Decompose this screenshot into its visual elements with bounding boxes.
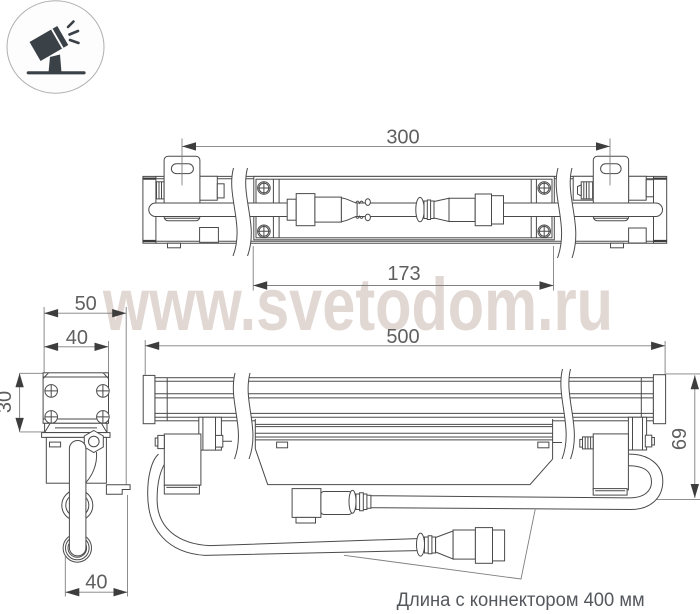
- svg-text:30: 30: [0, 391, 16, 413]
- svg-text:40: 40: [85, 572, 107, 594]
- svg-text:500: 500: [386, 326, 419, 348]
- svg-text:300: 300: [386, 127, 419, 149]
- svg-text:Длина с коннектором 400 мм: Длина с коннектором 400 мм: [397, 590, 645, 611]
- svg-text:www.svetodom.ru: www.svetodom.ru: [102, 262, 613, 346]
- svg-text:50: 50: [75, 293, 97, 315]
- svg-text:173: 173: [387, 263, 420, 285]
- svg-text:69: 69: [669, 428, 691, 450]
- svg-text:40: 40: [66, 327, 88, 349]
